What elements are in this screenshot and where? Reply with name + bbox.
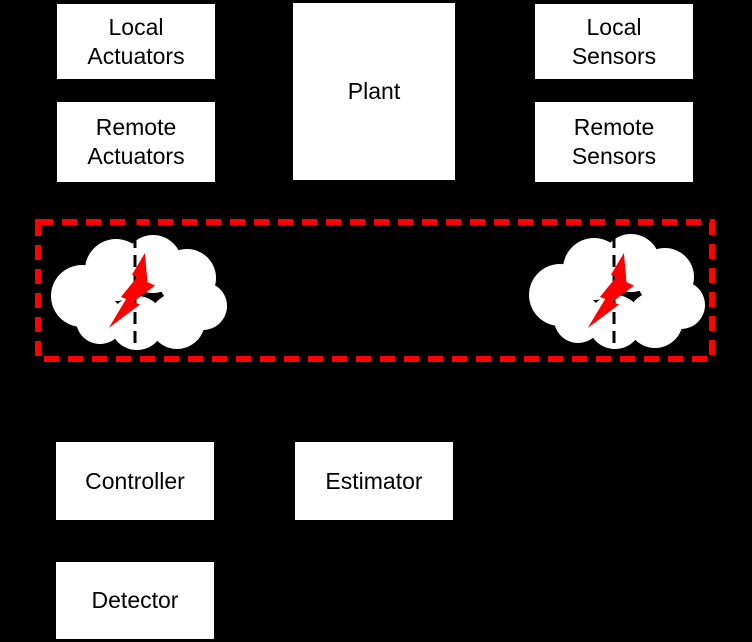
- local-sensors-box: Local Sensors: [535, 4, 693, 79]
- estimator-box: Estimator: [295, 442, 453, 520]
- lightning-bolt-icon: [587, 253, 635, 328]
- cloud-icon: [529, 234, 705, 349]
- remote-actuators-label: Remote Actuators: [87, 114, 185, 169]
- local-actuators-box: Local Actuators: [57, 4, 215, 79]
- remote-sensors-box: Remote Sensors: [535, 102, 693, 182]
- lightning-bolt-icon: [108, 253, 156, 328]
- controller-box: Controller: [56, 442, 214, 520]
- local-sensors-label: Local Sensors: [571, 13, 657, 69]
- local-actuators-label: Local Actuators: [87, 13, 185, 69]
- attack-region-boundary: [35, 219, 715, 362]
- detector-label: Detector: [91, 587, 179, 614]
- estimator-label: Estimator: [325, 467, 423, 494]
- attack-cloud-right: [529, 217, 705, 364]
- detector-box: Detector: [56, 562, 214, 639]
- plant-label: Plant: [347, 78, 401, 105]
- controller-label: Controller: [85, 467, 185, 494]
- cloud-icon: [51, 235, 227, 350]
- remote-sensors-label: Remote Sensors: [571, 114, 657, 169]
- plant-box: Plant: [293, 3, 455, 180]
- remote-actuators-box: Remote Actuators: [57, 102, 215, 182]
- attack-cloud-left: [51, 217, 227, 364]
